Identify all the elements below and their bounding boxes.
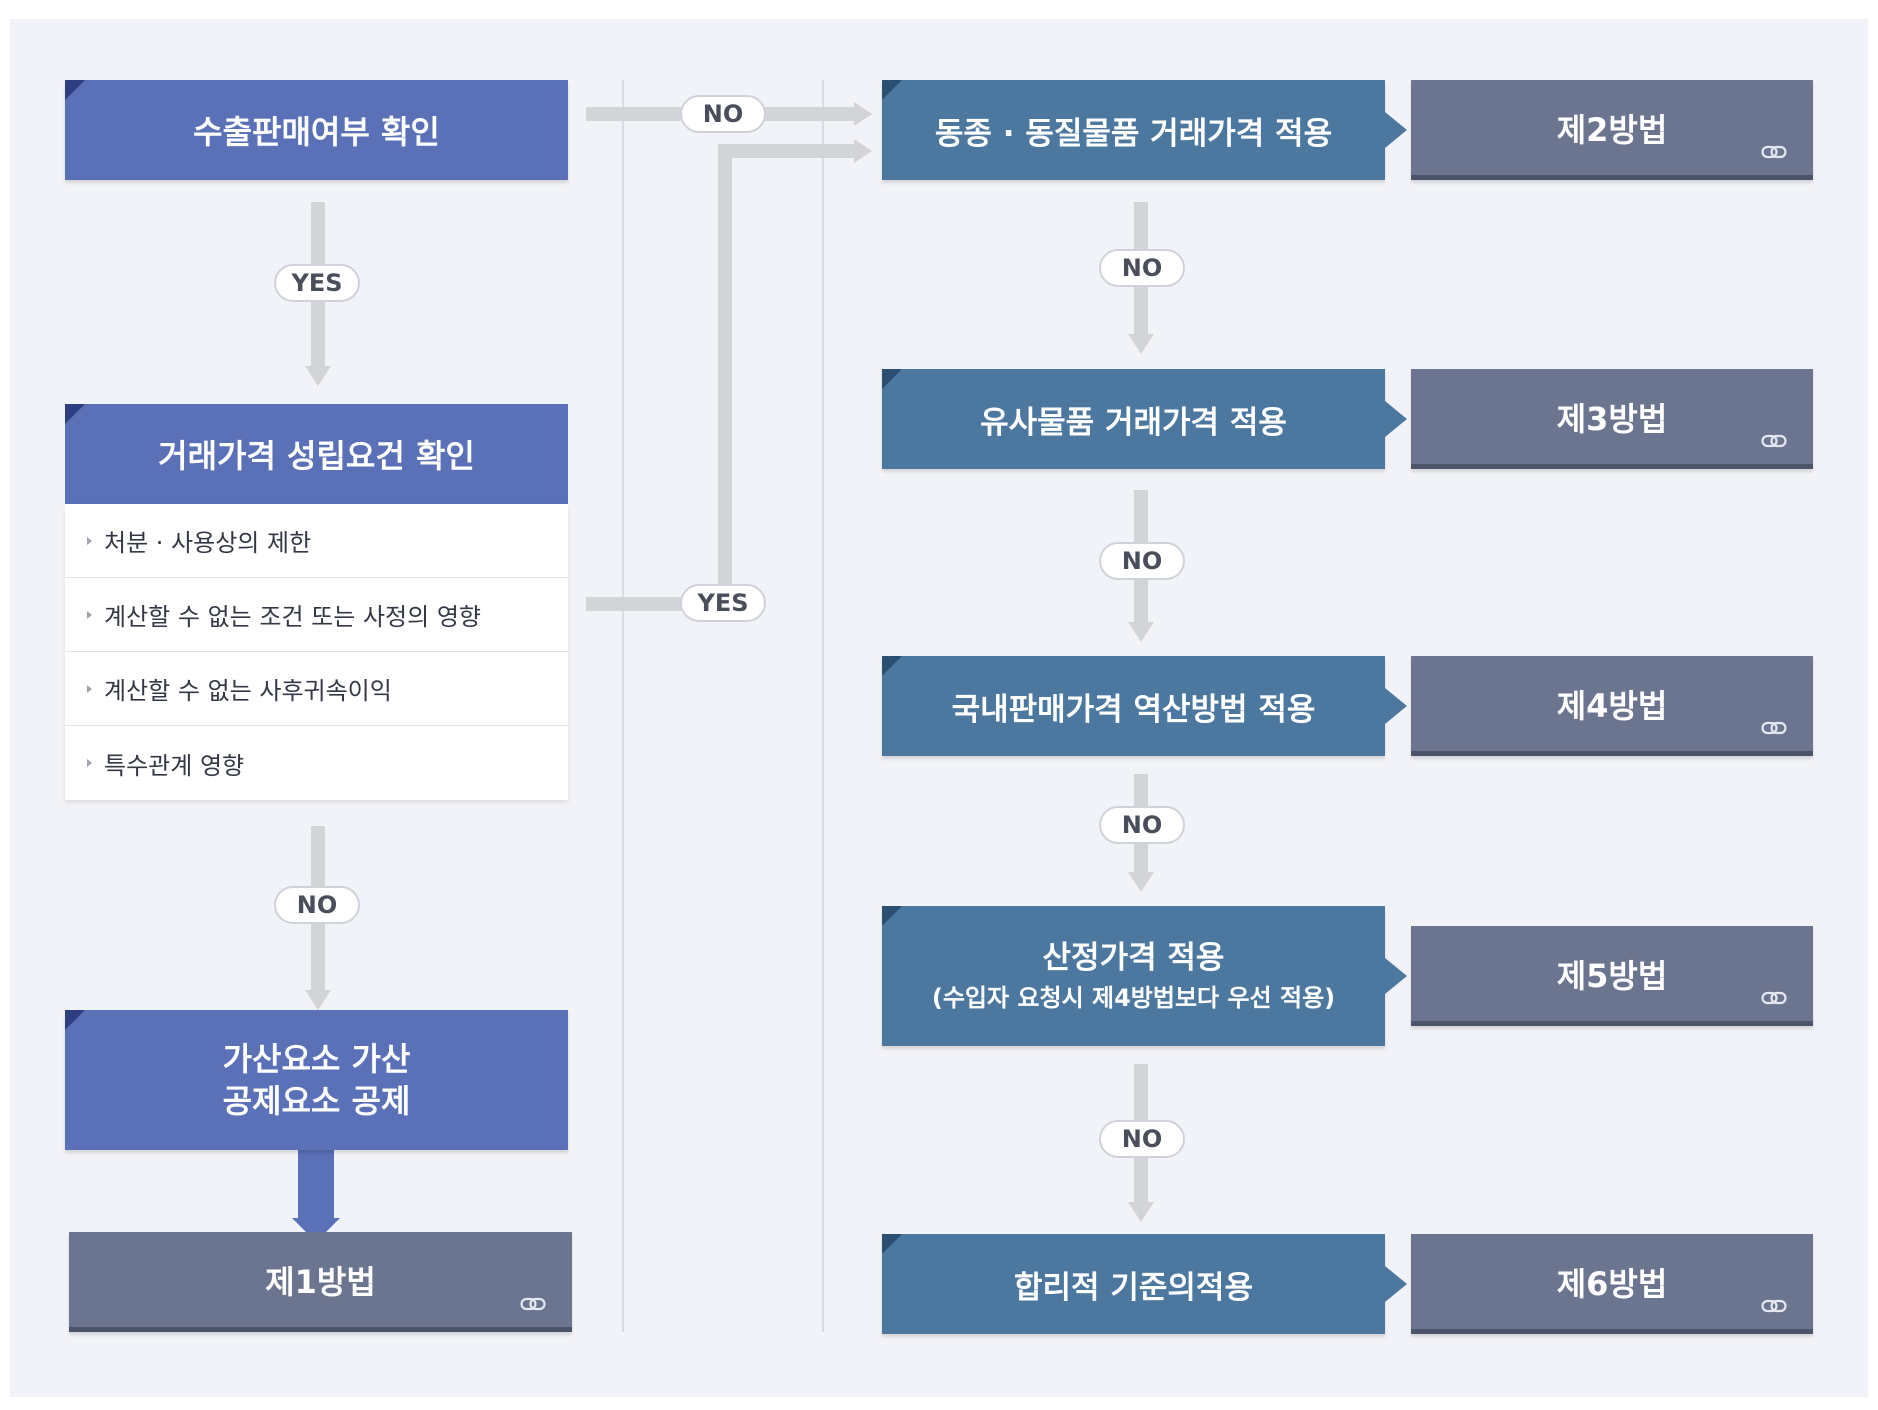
no-pill: NO <box>1099 806 1185 844</box>
corner-mark <box>65 80 85 100</box>
chevron-right-icon <box>1385 401 1407 437</box>
link-icon <box>1761 991 1787 1005</box>
arrow-shaft-adjustment-to-method1 <box>298 1150 334 1222</box>
step-label: 국내판매가격 역산방법 적용 <box>951 691 1316 728</box>
step-label: 수출판매여부 확인 <box>193 113 440 151</box>
arrow-shaft-requirements-yes-top <box>718 144 856 158</box>
method3-button[interactable]: 제3방법 <box>1411 369 1813 469</box>
chevron-right-icon <box>1385 112 1407 148</box>
arrow-head-down-icon <box>305 990 331 1010</box>
triangle-bullet-icon <box>87 684 92 693</box>
triangle-bullet-icon <box>87 536 92 545</box>
arrow-head-down-icon <box>1128 622 1154 642</box>
method6-button[interactable]: 제6방법 <box>1411 1234 1813 1334</box>
corner-mark <box>882 369 902 389</box>
requirements-list: 처분 · 사용상의 제한 계산할 수 없는 조건 또는 사정의 영향 계산할 수… <box>65 504 568 800</box>
method-label: 제6방법 <box>1556 1264 1668 1303</box>
corner-mark <box>882 906 902 926</box>
method4-button[interactable]: 제4방법 <box>1411 656 1813 756</box>
step-label: 거래가격 성립요건 확인 <box>158 437 475 475</box>
method-label: 제2방법 <box>1556 110 1668 149</box>
list-item: 계산할 수 없는 조건 또는 사정의 영향 <box>65 578 568 652</box>
arrow-head-down-icon <box>1128 872 1154 892</box>
arrow-head-right-icon <box>854 102 872 126</box>
method-label: 제1방법 <box>265 1262 376 1301</box>
step-label-line2: 공제요소 공제 <box>222 1082 411 1120</box>
step-deductive-value: 국내판매가격 역산방법 적용 <box>882 656 1385 756</box>
requirement-text: 특수관계 영향 <box>104 751 245 780</box>
column-divider-right <box>822 80 824 1332</box>
chevron-right-icon <box>1385 958 1407 994</box>
step-reasonable-means: 합리적 기준의적용 <box>882 1234 1385 1334</box>
step-computed-value: 산정가격 적용 (수입자 요청시 제4방법보다 우선 적용) <box>882 906 1385 1046</box>
method-label: 제4방법 <box>1556 686 1668 725</box>
corner-mark <box>65 404 85 424</box>
no-pill: NO <box>274 886 360 924</box>
step-check-export-sale: 수출판매여부 확인 <box>65 80 568 180</box>
requirement-text: 계산할 수 없는 조건 또는 사정의 영향 <box>104 603 481 631</box>
method-label: 제5방법 <box>1556 956 1668 995</box>
step-identical-goods: 동종 · 동질물품 거래가격 적용 <box>882 80 1385 180</box>
list-item: 특수관계 영향 <box>65 726 568 800</box>
requirement-text: 계산할 수 없는 사후귀속이익 <box>104 677 392 705</box>
no-pill: NO <box>680 95 766 133</box>
list-item: 계산할 수 없는 사후귀속이익 <box>65 652 568 726</box>
list-item: 처분 · 사용상의 제한 <box>65 504 568 578</box>
link-icon <box>1761 721 1787 735</box>
method1-button[interactable]: 제1방법 <box>69 1232 572 1332</box>
method5-button[interactable]: 제5방법 <box>1411 926 1813 1026</box>
step-label: 동종 · 동질물품 거래가격 적용 <box>934 115 1333 152</box>
link-icon <box>1761 145 1787 159</box>
corner-mark <box>882 1234 902 1254</box>
method-label: 제3방법 <box>1556 399 1668 438</box>
corner-mark <box>65 1010 85 1030</box>
no-pill: NO <box>1099 1120 1185 1158</box>
column-divider-left <box>622 80 624 1332</box>
step-check-price-requirements: 거래가격 성립요건 확인 <box>65 404 568 504</box>
step-label-line1: 가산요소 가산 <box>222 1040 411 1078</box>
arrow-head-down-icon <box>305 366 331 386</box>
yes-pill: YES <box>680 584 766 622</box>
requirement-text: 처분 · 사용상의 제한 <box>104 529 312 557</box>
chevron-right-icon <box>1385 688 1407 724</box>
no-pill: NO <box>1099 249 1185 287</box>
yes-pill: YES <box>274 264 360 302</box>
arrow-head-down-icon <box>1128 334 1154 354</box>
step-label: 산정가격 적용 <box>1042 940 1225 976</box>
arrow-head-down-icon <box>1128 1202 1154 1222</box>
corner-mark <box>882 656 902 676</box>
link-icon <box>520 1297 546 1311</box>
triangle-bullet-icon <box>87 759 92 767</box>
link-icon <box>1761 1299 1787 1313</box>
step-adjustment: 가산요소 가산 공제요소 공제 <box>65 1010 568 1150</box>
arrow-head-right-icon <box>854 139 872 163</box>
step-similar-goods: 유사물품 거래가격 적용 <box>882 369 1385 469</box>
step-label: 유사물품 거래가격 적용 <box>980 404 1287 441</box>
corner-mark <box>882 80 902 100</box>
no-pill: NO <box>1099 542 1185 580</box>
step-label: 합리적 기준의적용 <box>1014 1269 1253 1306</box>
method2-button[interactable]: 제2방법 <box>1411 80 1813 180</box>
chevron-right-icon <box>1385 1266 1407 1302</box>
link-icon <box>1761 434 1787 448</box>
triangle-bullet-icon <box>87 610 92 619</box>
arrow-shaft-requirements-yes-vertical <box>718 144 732 611</box>
step-sublabel: (수입자 요청시 제4방법보다 우선 적용) <box>931 984 1336 1012</box>
